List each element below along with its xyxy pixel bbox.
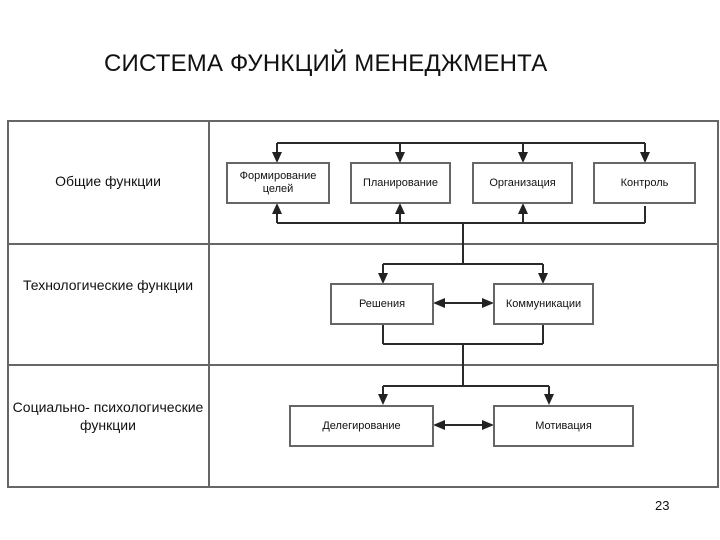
goal-setting-box: Формирование целей [226,162,330,204]
delegation-link-arrowhead [433,420,445,430]
technological-arrowhead-decisions [378,273,388,284]
delegation-box: Делегирование [289,405,434,447]
top-arrowhead-organization [518,152,528,163]
social-arrowhead-motivation [544,394,554,405]
delegation-label: Делегирование [322,419,401,432]
communications-label: Коммуникации [505,297,582,310]
social-arrowhead-delegation [378,394,388,405]
communications-box: Коммуникации [493,283,594,325]
social-psychological-functions-label: Социально- психологические функции [12,399,204,433]
general-functions-label: Общие функции [55,173,161,189]
goal-setting-label: Формирование целей [239,170,317,195]
page-number: 23 [655,498,670,513]
top-arrowhead-control [640,152,650,163]
decisions-box: Решения [330,283,434,325]
organization-label: Организация [489,176,556,189]
lower-arrowhead-planning [395,203,405,214]
lower-arrowhead-goal-setting [272,203,282,214]
top-arrowhead-goal-setting [272,152,282,163]
slide-title: СИСТЕМА ФУНКЦИЙ МЕНЕДЖМЕНТА [104,50,548,77]
communications-link-arrowhead [482,298,494,308]
lower-arrowhead-organization [518,203,528,214]
top-arrowhead-planning [395,152,405,163]
diagram-frame [7,120,719,488]
motivation-label: Мотивация [535,419,592,432]
control-label: Контроль [620,176,669,189]
decisions-link-arrowhead [433,298,445,308]
motivation-box: Мотивация [493,405,634,447]
control-box: Контроль [593,162,696,204]
technological-functions-label: Технологические функции [22,277,194,293]
technological-arrowhead-communications [538,273,548,284]
planning-box: Планирование [350,162,451,204]
organization-box: Организация [472,162,573,204]
motivation-link-arrowhead [482,420,494,430]
planning-label: Планирование [362,176,439,189]
decisions-label: Решения [358,297,406,310]
